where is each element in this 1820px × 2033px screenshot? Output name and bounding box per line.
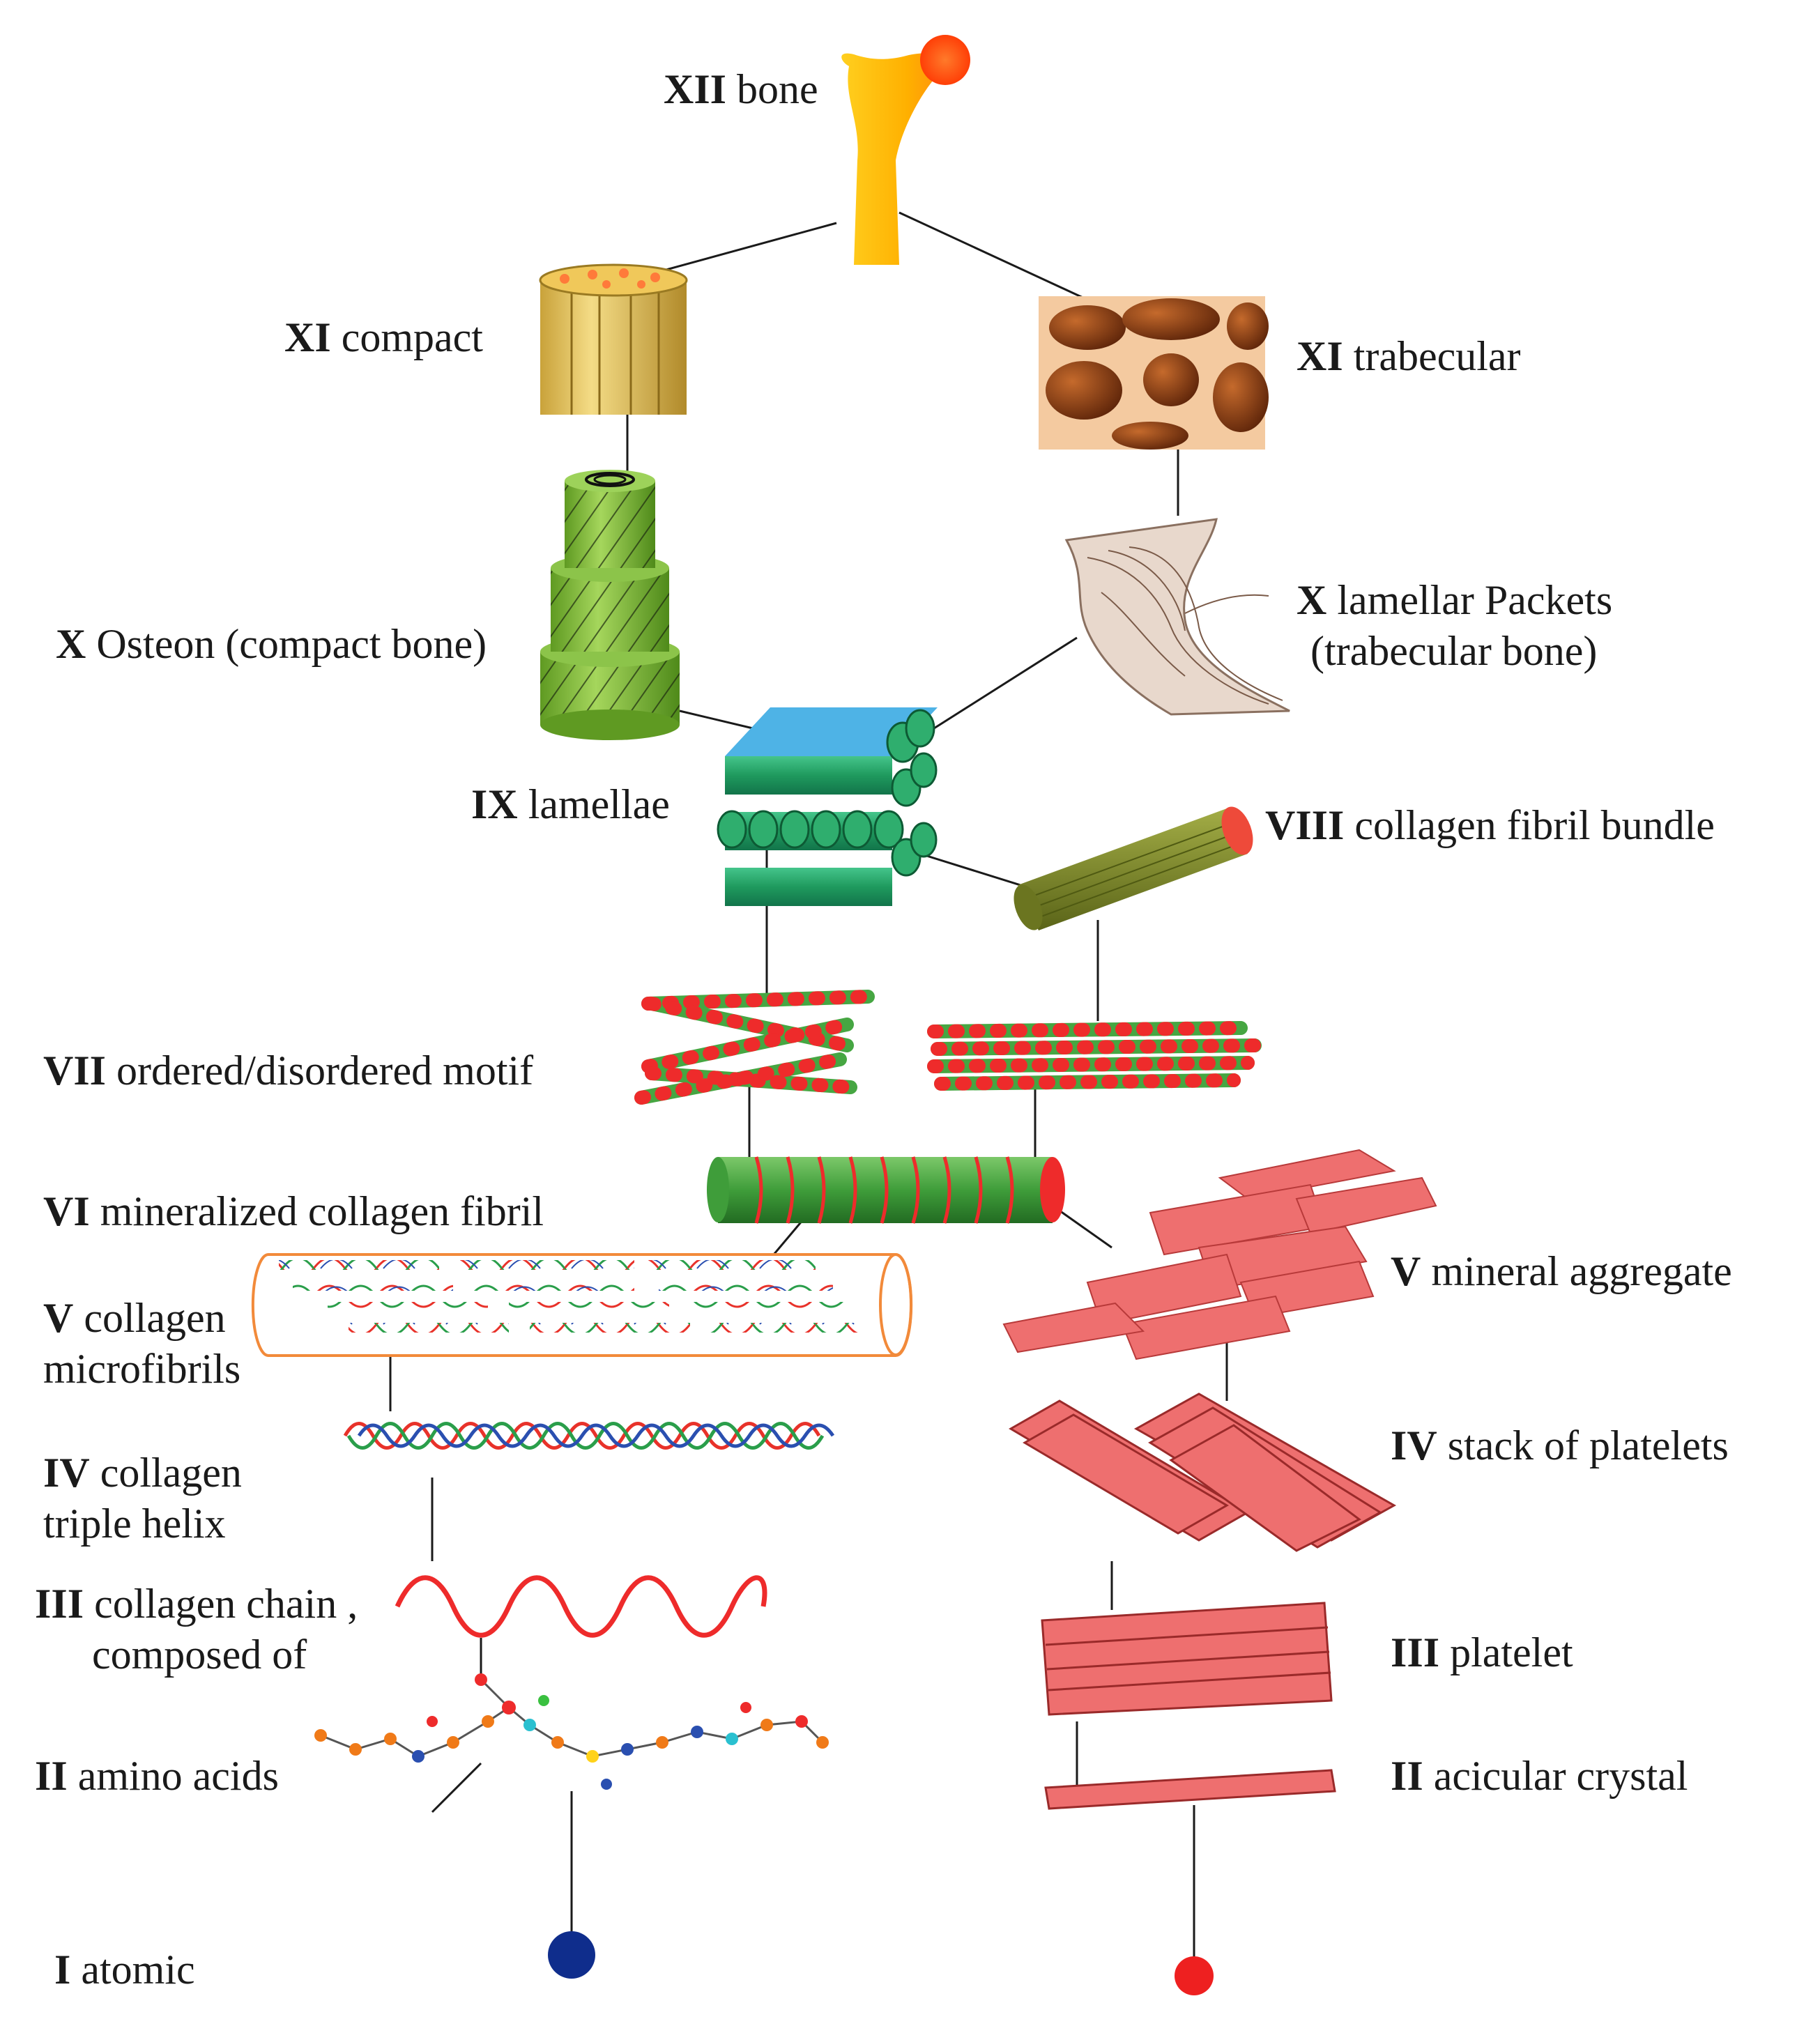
platelet-stack-graphic	[1009, 1393, 1397, 1552]
collagen-chain-graphic	[395, 1575, 767, 1638]
label-bone: XII bone	[664, 66, 818, 112]
label-collagen-chain: III collagen chain , composed of	[35, 1581, 358, 1678]
label-mineralized-fibril: VI mineralized collagen fibril	[43, 1188, 544, 1234]
label-compact: XI compact	[284, 314, 483, 360]
label-mineral-aggregate: V mineral aggregate	[1391, 1248, 1732, 1294]
fibril-bundle-graphic	[1014, 806, 1253, 930]
label-amino-acids: II amino acids	[35, 1753, 279, 1799]
lamellae-graphic	[717, 707, 938, 906]
label-platelet: III platelet	[1391, 1629, 1573, 1675]
platelet-graphic	[1041, 1602, 1333, 1716]
femur-bone-graphic	[841, 35, 970, 265]
label-fibril-bundle: VIII collagen fibril bundle	[1265, 802, 1715, 848]
label-trabecular: XI trabecular	[1297, 333, 1521, 379]
label-lamellae: IX lamellae	[471, 781, 670, 827]
label-acicular-crystal: II acicular crystal	[1391, 1753, 1688, 1799]
mineralized-fibril-graphic	[707, 1156, 1065, 1224]
ordered-disordered-motif-graphic	[634, 990, 1262, 1105]
osteon-graphic	[540, 470, 680, 740]
atom-blue-graphic	[548, 1931, 595, 1979]
mineral-aggregate-graphic	[1002, 1149, 1437, 1360]
trabecular-bone-graphic	[1039, 296, 1269, 450]
acicular-crystal-graphic	[1044, 1769, 1336, 1810]
label-osteon: X Osteon (compact bone)	[56, 621, 487, 667]
atom-red-graphic	[1175, 1956, 1214, 1995]
label-stack-of-platelets: IV stack of platelets	[1391, 1422, 1729, 1468]
label-triple-helix: IV collagen triple helix	[43, 1450, 242, 1547]
triple-helix-graphic	[343, 1422, 835, 1450]
microfibrils-graphic	[251, 1253, 913, 1357]
label-atomic: I atomic	[54, 1947, 195, 1993]
label-collagen-microfibrils: V collagen microfibrils	[43, 1295, 241, 1393]
compact-bone-graphic	[539, 263, 688, 415]
amino-acids-graphic	[314, 1673, 829, 1790]
label-lamellar-packets: X lamellar Packets (trabecular bone)	[1297, 577, 1613, 675]
label-ordered-disordered-motif: VII ordered/disordered motif	[43, 1048, 534, 1094]
lamellar-packets-graphic	[1064, 518, 1290, 716]
